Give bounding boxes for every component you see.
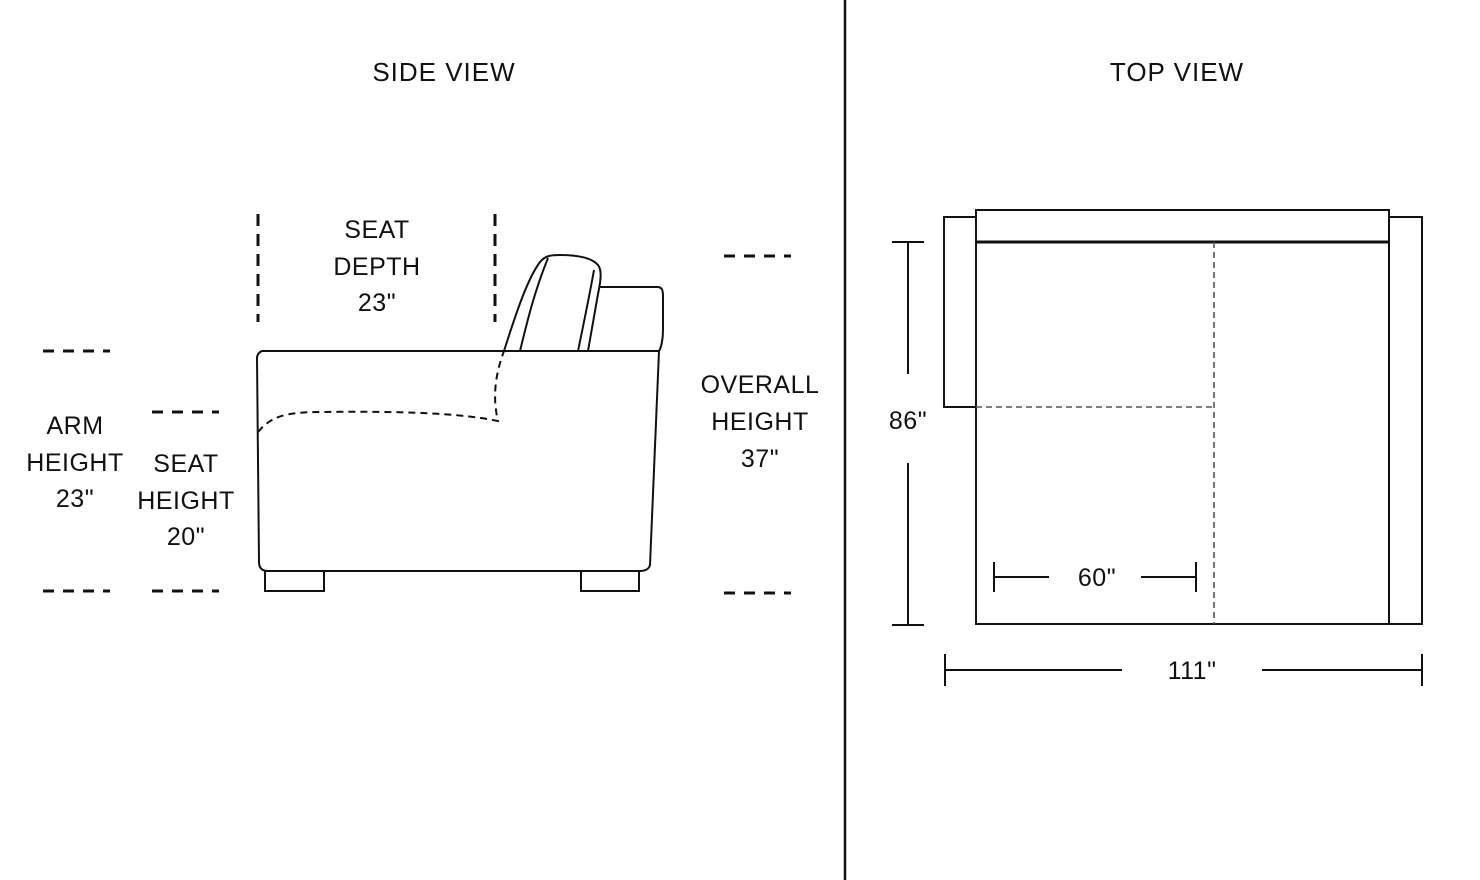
front-leg	[264, 570, 325, 592]
top-view: TOP VIEW 86"	[889, 57, 1423, 686]
side-view-title: SIDE VIEW	[372, 57, 515, 87]
svg-text:ARM: ARM	[46, 412, 103, 440]
svg-text:OVERALL: OVERALL	[701, 371, 820, 399]
svg-text:23": 23"	[56, 485, 94, 513]
sofa-body	[255, 350, 661, 572]
seat-height-label: SEAT HEIGHT 20"	[137, 450, 234, 551]
depth-dimension: 86"	[889, 241, 927, 626]
depth-value: 86"	[889, 407, 927, 435]
arm-height-label: ARM HEIGHT 23"	[26, 412, 123, 513]
seat-depth-label: SEAT DEPTH 23"	[333, 216, 420, 317]
sofa-top-silhouette	[943, 209, 1423, 625]
side-view: SIDE VIEW SEAT DEPTH 23" ARM HEIGHT 23" …	[26, 57, 820, 595]
back-cushion	[503, 253, 602, 352]
top-view-title: TOP VIEW	[1110, 57, 1244, 87]
svg-text:37": 37"	[741, 445, 779, 473]
left-arm-top	[943, 216, 977, 408]
svg-text:SEAT: SEAT	[344, 216, 409, 244]
seat-cushion-outline	[257, 350, 505, 433]
total-width-value: 111"	[1168, 657, 1217, 685]
svg-text:HEIGHT: HEIGHT	[26, 449, 123, 477]
right-arm-top	[1388, 216, 1423, 625]
chaise-width-value: 60"	[1078, 564, 1116, 592]
chaise-width-dimension: 60"	[993, 562, 1197, 592]
back-frame	[600, 286, 664, 352]
svg-text:20": 20"	[167, 523, 205, 551]
svg-text:23": 23"	[358, 289, 396, 317]
svg-text:HEIGHT: HEIGHT	[711, 408, 808, 436]
total-width-dimension: 111"	[944, 654, 1423, 686]
svg-text:DEPTH: DEPTH	[333, 253, 420, 281]
backrest-top	[975, 209, 1390, 243]
overall-height-label: OVERALL HEIGHT 37"	[701, 371, 820, 473]
svg-text:HEIGHT: HEIGHT	[137, 487, 234, 515]
svg-text:SEAT: SEAT	[153, 450, 218, 478]
seating-area	[975, 241, 1390, 625]
sofa-side-silhouette	[255, 253, 664, 592]
rear-leg	[580, 570, 640, 592]
